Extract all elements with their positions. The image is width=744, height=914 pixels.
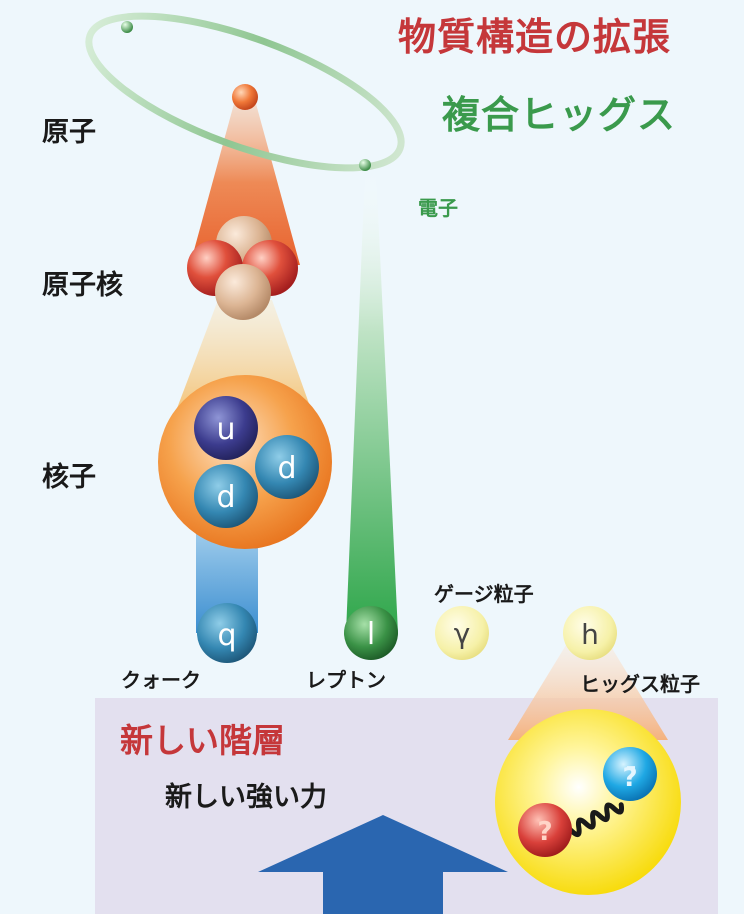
up-quark-label: u xyxy=(216,412,235,447)
hidden-quark-red-label: ? xyxy=(537,817,552,847)
label-electron: 電子 xyxy=(418,196,458,220)
lepton-ball-label: l xyxy=(367,617,375,652)
gamma-ball xyxy=(435,606,489,660)
label-nucleon: 核子 xyxy=(42,462,96,493)
label-quark: クォーク xyxy=(121,668,201,692)
higgs-ball xyxy=(563,606,617,660)
electron-dot-bottom xyxy=(359,159,371,171)
hidden-antiquark-cyan-label: ?̄ xyxy=(622,763,637,793)
electron-dot-top xyxy=(121,21,133,33)
hidden-antiquark-cyan xyxy=(603,747,657,801)
composite-higgs-ball xyxy=(495,709,681,895)
up-quark xyxy=(194,396,258,460)
higgs-ball-label: h xyxy=(581,618,599,651)
label-lepton: レプトン xyxy=(306,668,386,692)
hidden-quark-red xyxy=(518,803,572,857)
atom-ball xyxy=(232,84,258,110)
nucleus-neutron-bottom xyxy=(215,264,271,320)
lepton-ball xyxy=(344,606,398,660)
label-nucleus: 原子核 xyxy=(42,270,123,301)
label-new-strong-force: 新しい強い力 xyxy=(165,782,327,813)
quark-ball-label: q xyxy=(217,618,236,653)
atom-cone xyxy=(190,100,300,265)
label-new-layer: 新しい階層 xyxy=(120,721,285,760)
force-arrow xyxy=(258,815,508,914)
label-gauge-particle: ゲージ粒子 xyxy=(434,582,534,606)
label-atom: 原子 xyxy=(42,117,96,148)
title-composite-higgs: 複合ヒッグス xyxy=(442,93,677,137)
label-higgs-particle: ヒッグス粒子 xyxy=(580,672,700,696)
down-quark-bottom-label: d xyxy=(216,480,235,515)
title-expansion: 物質構造の拡張 xyxy=(398,15,672,59)
down-quark-right-label: d xyxy=(277,451,296,486)
down-quark-bottom xyxy=(194,464,258,528)
down-quark-right xyxy=(255,435,319,499)
gluon-spring xyxy=(561,802,625,838)
lepton-beam xyxy=(346,170,398,633)
gamma-ball-label: γ xyxy=(454,617,471,650)
electron-orbit xyxy=(85,12,405,172)
quark-ball xyxy=(197,603,257,663)
higgs-cone xyxy=(508,645,668,740)
